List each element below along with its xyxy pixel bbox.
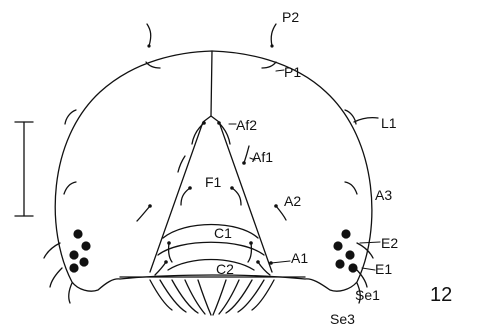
seta-labels: P2 P1 L1 Af2 Af1 F1 A2 A3 C1 C2 A1 E2 E1… <box>205 9 452 327</box>
scale-bar <box>15 122 33 216</box>
stemma-left-1 <box>73 229 82 238</box>
clypeus-arc-inner <box>168 260 254 271</box>
lateral-bristles <box>44 243 373 303</box>
stemma-left-3 <box>69 250 78 259</box>
stemma-right-4 <box>335 259 344 268</box>
stemma-left-2 <box>81 241 90 250</box>
label-a3: A3 <box>375 187 392 203</box>
label-p1: P1 <box>284 64 301 80</box>
label-a2: A2 <box>284 193 301 209</box>
stemma-left-4 <box>79 257 88 266</box>
label-a1: A1 <box>291 250 308 266</box>
figure-number: 12 <box>430 284 452 306</box>
stemma-right-5 <box>348 263 357 272</box>
label-p2: P2 <box>282 9 299 25</box>
label-af1: Af1 <box>252 149 273 165</box>
stemma-right-1 <box>341 229 350 238</box>
label-f1: F1 <box>205 174 222 190</box>
label-af2: Af2 <box>236 117 257 133</box>
epicranial-suture <box>211 51 212 116</box>
head-capsule-outline <box>55 51 372 291</box>
stemma-left-5 <box>69 263 78 272</box>
label-c1: C1 <box>214 225 232 241</box>
label-e1: E1 <box>375 261 392 277</box>
stemma-right-2 <box>333 241 342 250</box>
stemma-right-3 <box>345 250 354 259</box>
clypeus-arc-upper <box>163 225 258 239</box>
label-se1: Se1 <box>355 287 380 303</box>
clypeus-arc-middle <box>158 242 264 255</box>
label-se3: Se3 <box>330 311 355 327</box>
label-l1: L1 <box>381 115 397 131</box>
labrum-bristles <box>150 280 274 315</box>
leader-lines <box>229 70 380 270</box>
label-c2: C2 <box>216 261 234 277</box>
label-e2: E2 <box>381 235 398 251</box>
